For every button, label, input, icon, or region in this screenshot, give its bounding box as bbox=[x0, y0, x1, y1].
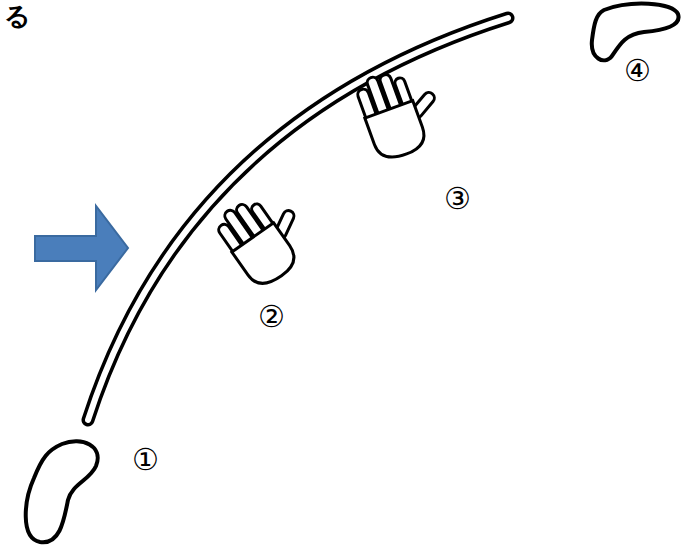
blue-arrow bbox=[35, 206, 128, 290]
hand-icon bbox=[211, 180, 320, 292]
heading-fragment: る bbox=[4, 3, 31, 29]
arc-inner bbox=[88, 18, 508, 420]
callout-number: ④ bbox=[624, 56, 651, 86]
hand-icon bbox=[353, 59, 452, 163]
callout-number: ① bbox=[132, 445, 159, 475]
blob-shape bbox=[592, 4, 679, 61]
blob-shape bbox=[26, 441, 98, 542]
callout-number: ② bbox=[258, 302, 285, 332]
callout-number: ③ bbox=[444, 184, 471, 214]
arc-outline bbox=[88, 18, 508, 420]
